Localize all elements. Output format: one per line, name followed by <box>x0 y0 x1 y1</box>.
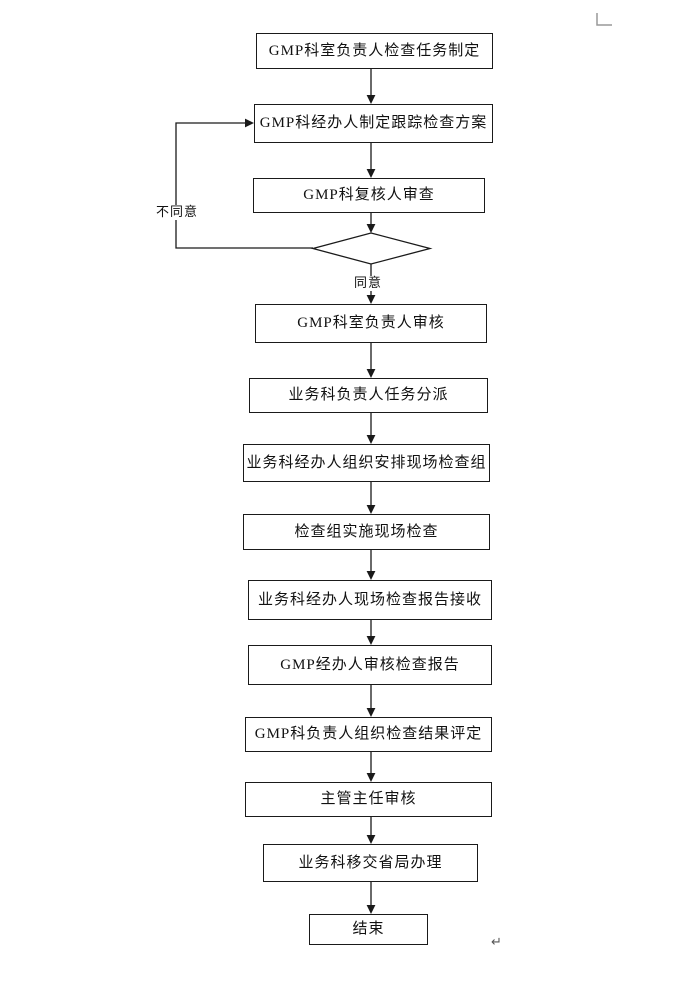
flow-node-9: GMP经办人审核检查报告 <box>248 645 492 685</box>
connector-lines <box>175 69 372 906</box>
flow-node-5: 业务科负责人任务分派 <box>249 378 488 413</box>
flow-node-4: GMP科室负责人审核 <box>255 304 487 343</box>
flow-node-label: 业务科经办人现场检查报告接收 <box>257 591 482 608</box>
flow-node-label: 业务科移交省局办理 <box>298 854 443 871</box>
text-boundary-corner-mark <box>596 13 612 26</box>
flow-node-label: 业务科经办人组织安排现场检查组 <box>246 454 487 471</box>
flow-node-label: 业务科负责人任务分派 <box>288 387 449 404</box>
flow-node-label: GMP科室负责人审核 <box>297 315 445 332</box>
branch-label-agree: 同意 <box>353 275 384 291</box>
flow-node-label: 结束 <box>352 921 385 938</box>
arrowheads <box>245 95 376 914</box>
flow-node-7: 检查组实施现场检查 <box>243 514 490 550</box>
flow-node-label: GMP经办人审核检查报告 <box>280 656 460 673</box>
flow-node-8: 业务科经办人现场检查报告接收 <box>248 580 492 620</box>
flow-node-12: 业务科移交省局办理 <box>263 844 478 882</box>
flow-node-6: 业务科经办人组织安排现场检查组 <box>243 444 490 482</box>
paragraph-mark: ↵ <box>491 935 502 950</box>
flow-node-end: 结束 <box>309 914 428 945</box>
flow-node-1: GMP科室负责人检查任务制定 <box>256 33 493 69</box>
flow-node-3: GMP科复核人审查 <box>253 178 485 213</box>
flow-node-10: GMP科负责人组织检查结果评定 <box>245 717 492 752</box>
decision-diamond <box>310 232 433 265</box>
flow-node-label: 检查组实施现场检查 <box>294 523 439 540</box>
flow-node-11: 主管主任审核 <box>245 782 492 817</box>
flow-node-label: GMP科复核人审查 <box>303 187 435 204</box>
flow-node-2: GMP科经办人制定跟踪检查方案 <box>254 104 493 143</box>
disagree-loop-line <box>175 122 313 249</box>
flow-node-label: GMP科负责人组织检查结果评定 <box>254 726 483 743</box>
branch-label-disagree: 不同意 <box>155 204 200 220</box>
flow-node-label: 主管主任审核 <box>320 791 417 808</box>
flow-node-label: GMP科经办人制定跟踪检查方案 <box>259 115 488 132</box>
flow-node-label: GMP科室负责人检查任务制定 <box>268 42 481 59</box>
